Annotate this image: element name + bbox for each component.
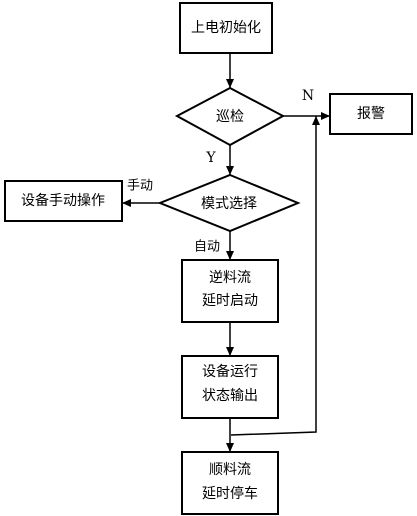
edge-label-manual: 手动 bbox=[127, 179, 153, 194]
node-equipment-output: 设备运行 状态输出 bbox=[181, 355, 279, 419]
node-power-on-init-label: 上电初始化 bbox=[191, 19, 261, 36]
node-inspection-label: 巡检 bbox=[216, 109, 244, 125]
node-manual-operation: 设备手动操作 bbox=[4, 180, 123, 222]
node-alarm: 报警 bbox=[329, 93, 413, 135]
node-reverse-flow-start: 逆料流 延时启动 bbox=[181, 259, 279, 323]
node-mode-select: 模式选择 bbox=[157, 173, 301, 233]
edge-label-yes: Y bbox=[205, 150, 216, 166]
node-forward-flow-stop: 顺料流 延时停车 bbox=[181, 451, 279, 515]
edge-label-no: N bbox=[302, 88, 314, 104]
node-reverse-flow-start-line2: 延时启动 bbox=[202, 293, 258, 309]
node-power-on-init: 上电初始化 bbox=[179, 2, 273, 54]
node-forward-flow-stop-line2: 延时停车 bbox=[202, 485, 258, 502]
node-reverse-flow-start-line1: 逆料流 bbox=[209, 270, 251, 286]
edge-label-auto: 自动 bbox=[194, 240, 220, 255]
node-alarm-label: 报警 bbox=[357, 106, 385, 122]
node-mode-select-label: 模式选择 bbox=[201, 196, 257, 212]
node-forward-flow-stop-line1: 顺料流 bbox=[209, 462, 251, 478]
node-equipment-output-line2: 状态输出 bbox=[202, 388, 258, 404]
node-manual-operation-label: 设备手动操作 bbox=[21, 192, 105, 209]
node-inspection: 巡检 bbox=[174, 86, 286, 147]
node-equipment-output-line1: 设备运行 bbox=[202, 363, 258, 380]
edge-output-loop-to-alarm-line bbox=[230, 116, 320, 436]
